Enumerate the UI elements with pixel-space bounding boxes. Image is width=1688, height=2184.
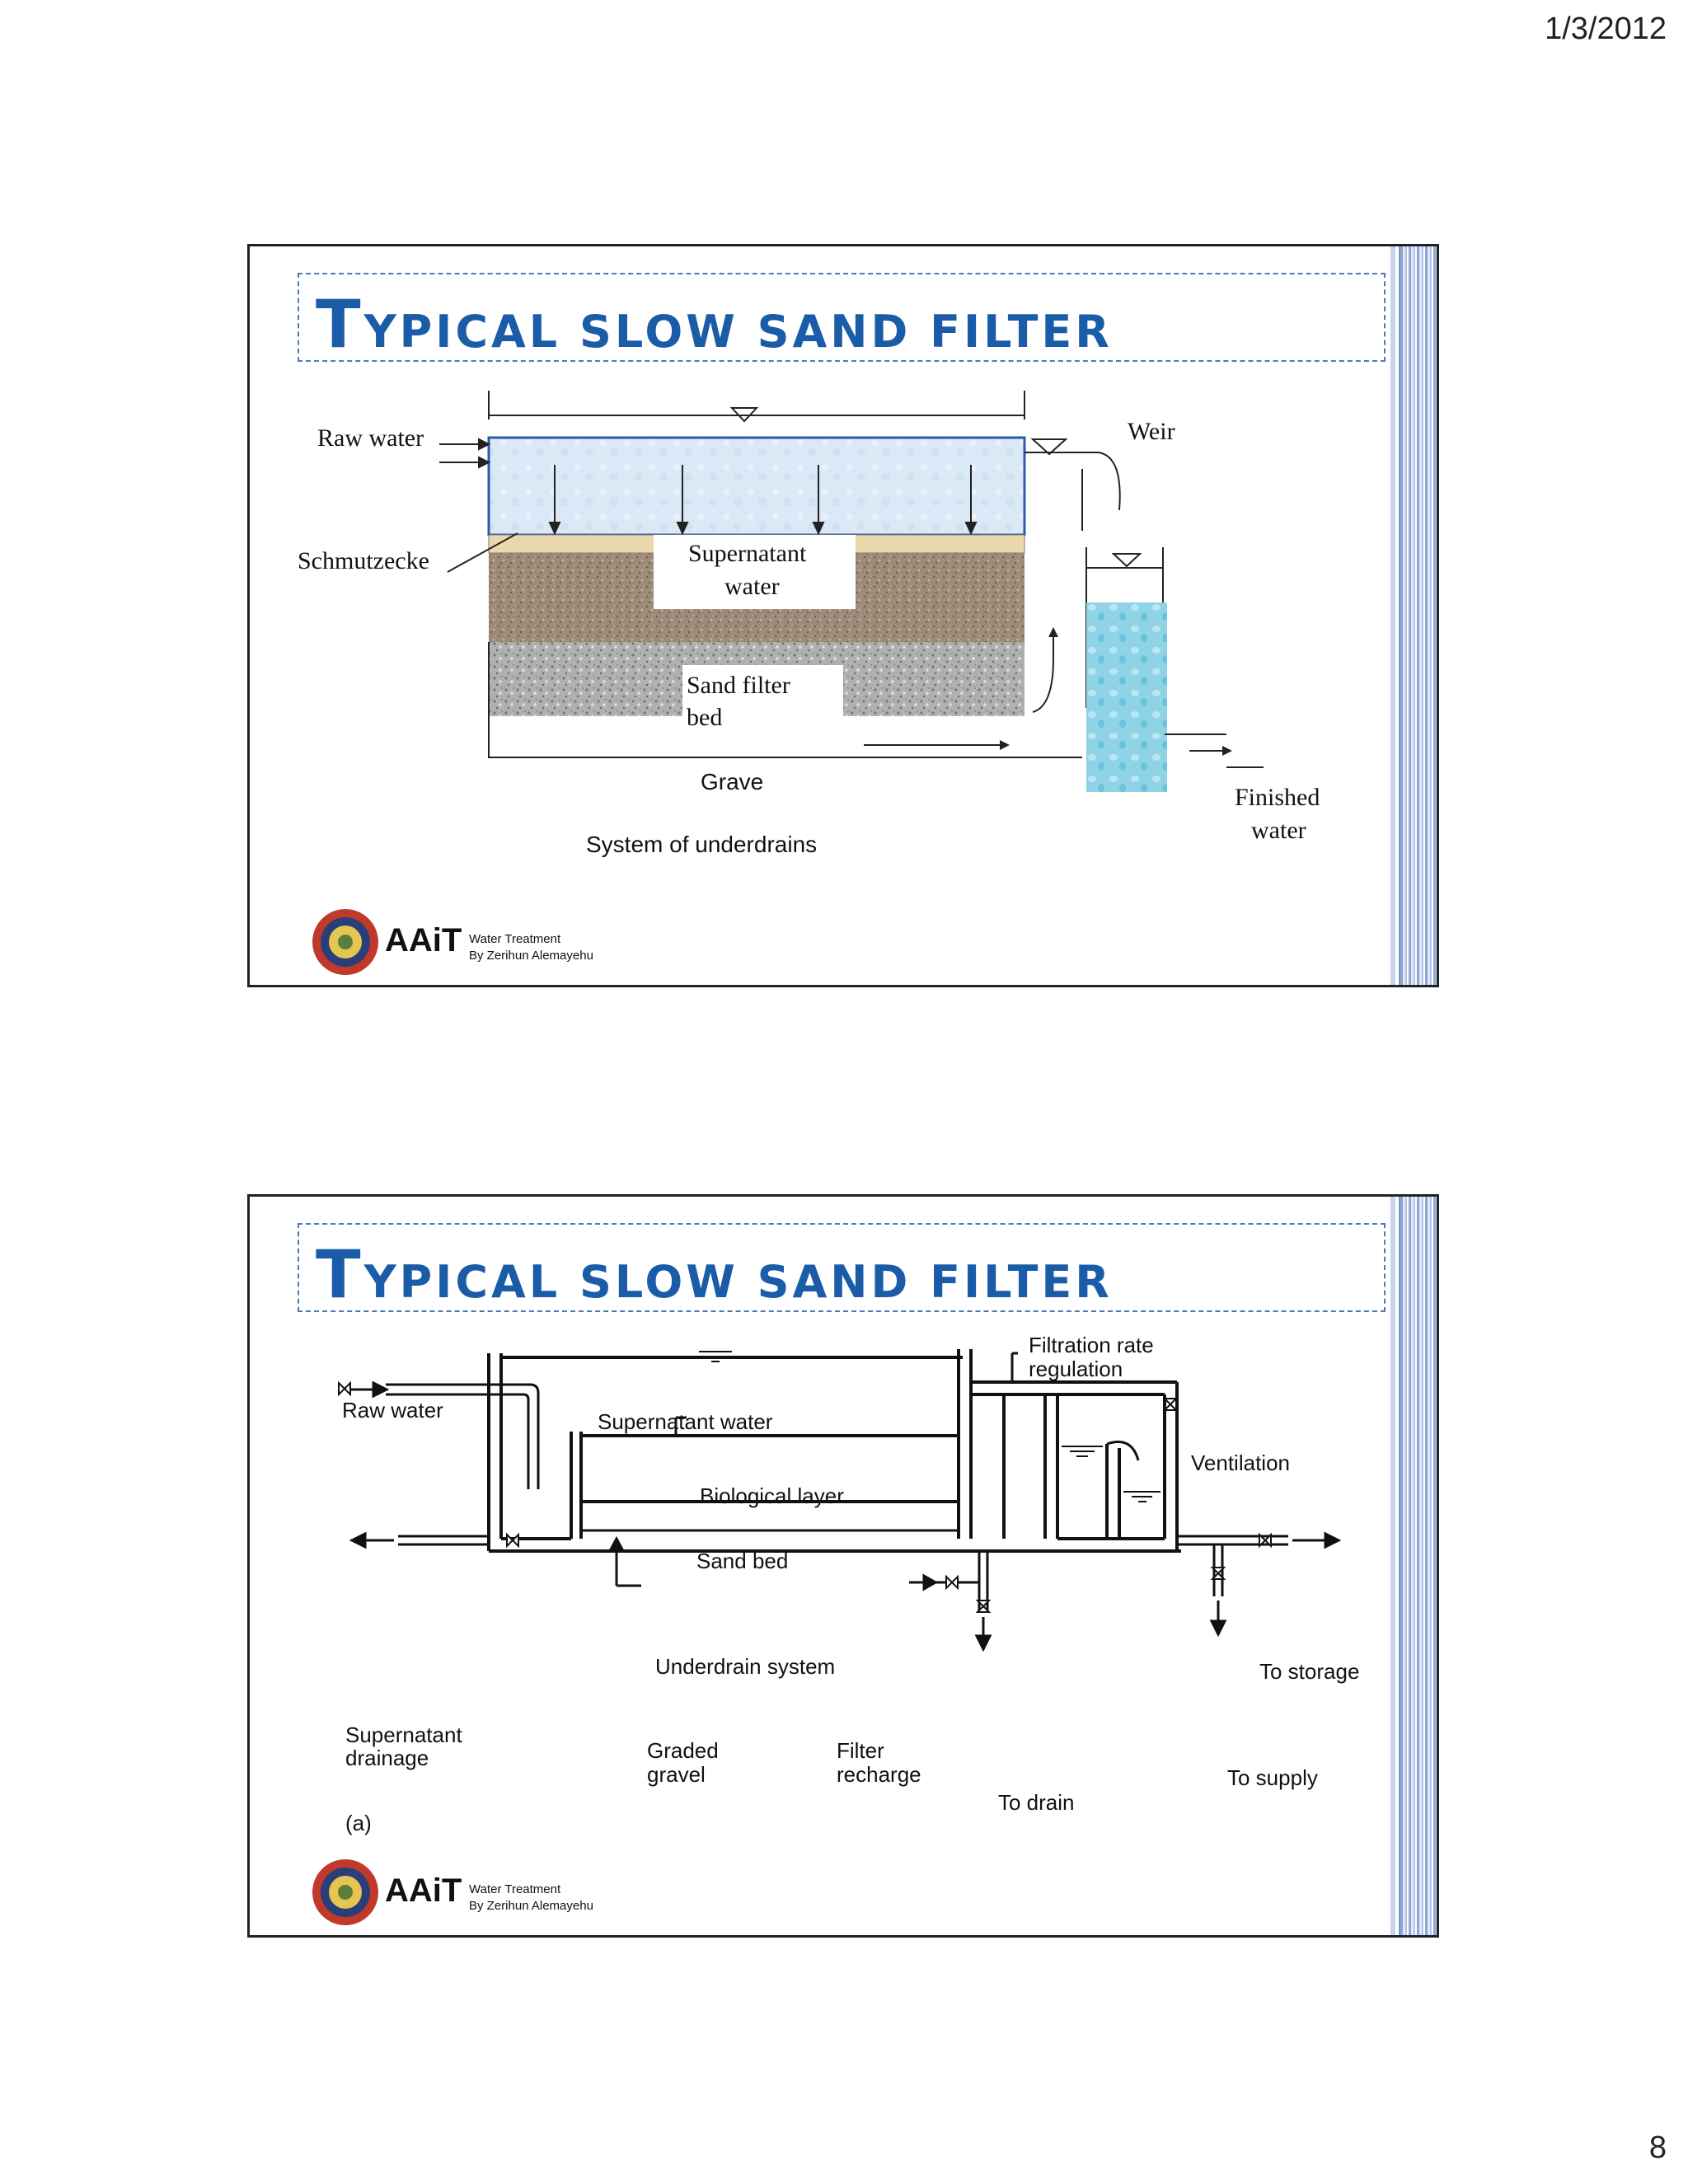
water-level-icon — [729, 407, 759, 423]
sand-filter-label-1: Sand filter — [687, 672, 790, 699]
underdrains-label: System of underdrains — [586, 832, 818, 857]
graded-gravel-label-2: gravel — [647, 1762, 706, 1787]
page-date: 1/3/2012 — [1545, 12, 1667, 46]
underdrain-outline — [488, 642, 1082, 758]
finished-water-label-2: water — [1251, 817, 1306, 844]
clearwell-level-icon — [1111, 553, 1142, 568]
slide-title: TYPICAL SLOW SAND FILTER — [316, 1236, 1113, 1313]
to-storage-label: To storage — [1259, 1659, 1360, 1684]
panel-label: (a) — [345, 1811, 372, 1835]
sand-bed-label: Sand bed — [696, 1549, 789, 1573]
aait-logo-icon — [312, 909, 378, 975]
slide-title: TYPICAL SLOW SAND FILTER — [316, 286, 1113, 363]
supernatant-drainage-label-1: Supernatant — [345, 1722, 462, 1747]
supernatant-water-layer — [487, 436, 1026, 537]
filtration-rate-label-1: Filtration rate — [1029, 1333, 1154, 1357]
supernatant-label-1: Supernatant — [688, 540, 807, 567]
slide-border-stripe — [1390, 246, 1437, 985]
footer-logo-text: AAiT — [385, 1872, 462, 1909]
sand-filter-label-2: bed — [687, 704, 723, 731]
supernatant-label-2: water — [724, 573, 780, 600]
page-number: 8 — [1648, 2130, 1667, 2165]
supernatant-drainage-label-2: drainage — [345, 1746, 429, 1770]
slide-1: TYPICAL SLOW SAND FILTER — [247, 244, 1439, 987]
footer-course: Water Treatment — [469, 1882, 561, 1896]
gravel-label-box — [695, 766, 785, 803]
finished-water-tank — [1086, 602, 1167, 792]
footer-author: By Zerihun Alemayehu — [469, 1899, 593, 1913]
biological-layer-label: Biological layer — [700, 1483, 844, 1508]
footer-course: Water Treatment — [469, 932, 561, 946]
underdrain-system-label: Underdrain system — [655, 1654, 836, 1679]
supernatant-water-label: Supernatant water — [598, 1409, 773, 1434]
title-box: TYPICAL SLOW SAND FILTER — [298, 1223, 1386, 1313]
weir-overflow — [1098, 452, 1121, 511]
graded-gravel-label-1: Graded — [647, 1738, 719, 1763]
rising-arrow — [1032, 634, 1054, 713]
raw-water-label: Raw water — [342, 1398, 443, 1422]
raw-water-arrows — [439, 438, 491, 469]
weir-level-icon — [1030, 438, 1068, 456]
gravel-label: Grave — [701, 769, 764, 794]
to-drain-label: To drain — [998, 1790, 1075, 1815]
schmutzdecke-pointer — [447, 532, 518, 573]
filter-recharge-label-1: Filter — [837, 1738, 884, 1763]
filtration-rate-label-2: regulation — [1029, 1357, 1123, 1381]
ventilation-label: Ventilation — [1191, 1451, 1290, 1475]
to-supply-label: To supply — [1227, 1765, 1318, 1790]
slide-footer: AAiT Water Treatment By Zerihun Alemayeh… — [311, 904, 723, 978]
supernatant-label-box — [654, 535, 856, 609]
title-box: TYPICAL SLOW SAND FILTER — [298, 273, 1386, 363]
slide-footer: AAiT Water Treatment By Zerihun Alemayeh… — [311, 1854, 723, 1929]
slide-border-stripe — [1390, 1197, 1437, 1935]
weir-label: Weir — [1128, 418, 1175, 445]
finished-water-label-1: Finished — [1235, 784, 1320, 811]
footer-logo-text: AAiT — [385, 922, 462, 958]
footer-author: By Zerihun Alemayehu — [469, 949, 593, 963]
aait-logo-icon — [312, 1859, 378, 1925]
slow-sand-filter-diagram — [439, 391, 1264, 792]
raw-water-label: Raw water — [317, 424, 424, 452]
filter-recharge-label-2: recharge — [837, 1762, 921, 1787]
slide-2: TYPICAL SLOW SAND FILTER — [247, 1194, 1439, 1938]
slow-sand-filter-schematic — [338, 1349, 1342, 1652]
sand-label-box — [682, 665, 843, 733]
flow-arrows — [548, 465, 978, 536]
schmutzdecke-label: Schmutzecke — [298, 547, 429, 574]
